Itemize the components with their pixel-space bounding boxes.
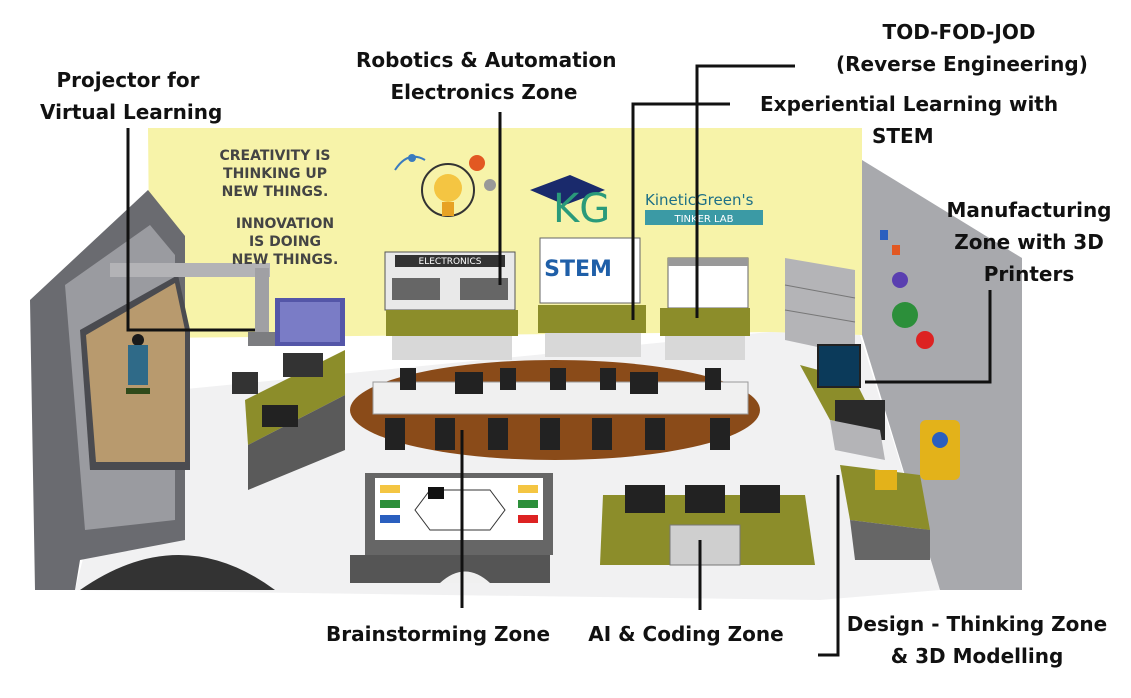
quote2-line3: NEW THINGS. xyxy=(232,252,339,268)
label-robotics-line1: Robotics & Automation xyxy=(356,48,617,72)
label-robotics-line2: Electronics Zone xyxy=(390,80,578,104)
label-experiential-line1: Experiential Learning with xyxy=(760,92,1059,116)
label-experiential: Experiential Learning with STEM xyxy=(760,88,1059,152)
storage-rack xyxy=(275,298,345,346)
label-robotics: Robotics & Automation Electronics Zone xyxy=(356,44,617,108)
label-experiential-line2: STEM xyxy=(872,124,934,148)
label-brainstorming: Brainstorming Zone xyxy=(326,622,551,646)
lightbulb-brain-icon xyxy=(394,154,496,217)
wall-quote-1: CREATIVITY IS THINKING UP NEW THINGS. xyxy=(219,148,330,200)
projector-screen xyxy=(80,275,190,470)
label-todfodjod-line2: (Reverse Engineering) xyxy=(836,52,1088,76)
label-manufacturing-line2: Zone with 3D xyxy=(954,230,1104,254)
label-todfodjod-line1: TOD-FOD-JOD xyxy=(882,20,1036,44)
label-projector-line1: Projector for xyxy=(56,68,200,92)
label-projector: Projector for Virtual Learning xyxy=(40,64,223,128)
quote1-line1: CREATIVITY IS xyxy=(219,148,330,164)
electronics-sign: ELECTRONICS xyxy=(419,257,482,267)
leader-lines xyxy=(126,64,992,657)
label-design: Design - Thinking Zone & 3D Modelling xyxy=(846,608,1108,672)
quote1-line3: NEW THINGS. xyxy=(222,184,329,200)
electronics-station: ELECTRONICS xyxy=(384,251,518,360)
label-design-line1: Design - Thinking Zone xyxy=(846,612,1108,636)
label-projector-line2: Virtual Learning xyxy=(40,100,223,124)
quote2-line2: IS DOING xyxy=(249,234,321,250)
leader-projector xyxy=(126,128,255,332)
design-table xyxy=(840,465,930,560)
brainstorming-table xyxy=(350,360,760,460)
label-design-line2: & 3D Modelling xyxy=(890,644,1064,668)
quote2-line1: INNOVATION xyxy=(236,216,334,232)
right-wall xyxy=(862,160,1022,590)
brand-name: KineticGreen's xyxy=(645,191,754,209)
right-shelving xyxy=(784,258,856,355)
label-manufacturing-line1: Manufacturing xyxy=(946,198,1112,222)
stem-sign: STEM xyxy=(544,257,612,282)
logo-letters: KG xyxy=(553,186,610,232)
printer-zone xyxy=(800,344,885,460)
kg-logo: KG KineticGreen's TINKER LAB xyxy=(530,175,763,232)
label-manufacturing-line3: Printers xyxy=(983,262,1075,286)
quote1-line2: THINKING UP xyxy=(223,166,327,182)
leader-design xyxy=(818,475,840,657)
projector-arm xyxy=(110,263,278,346)
label-ai-coding: AI & Coding Zone xyxy=(588,622,784,646)
robot-arena xyxy=(350,473,553,583)
label-manufacturing: Manufacturing Zone with 3D Printers xyxy=(944,194,1114,290)
leader-manufacturing xyxy=(865,290,992,384)
label-todfodjod: TOD-FOD-JOD (Reverse Engineering) xyxy=(836,16,1088,80)
reverse-engineering-board xyxy=(660,257,750,360)
stem-station: STEM xyxy=(538,237,646,357)
wall-quote-2: INNOVATION IS DOING NEW THINGS. xyxy=(232,216,339,268)
floor-arc xyxy=(80,555,275,590)
right-wall-decor xyxy=(880,230,960,480)
leader-todfodjod xyxy=(695,64,795,318)
ai-coding-desk xyxy=(600,485,815,566)
robotics-table xyxy=(232,350,345,490)
brand-subtitle: TINKER LAB xyxy=(673,214,733,225)
